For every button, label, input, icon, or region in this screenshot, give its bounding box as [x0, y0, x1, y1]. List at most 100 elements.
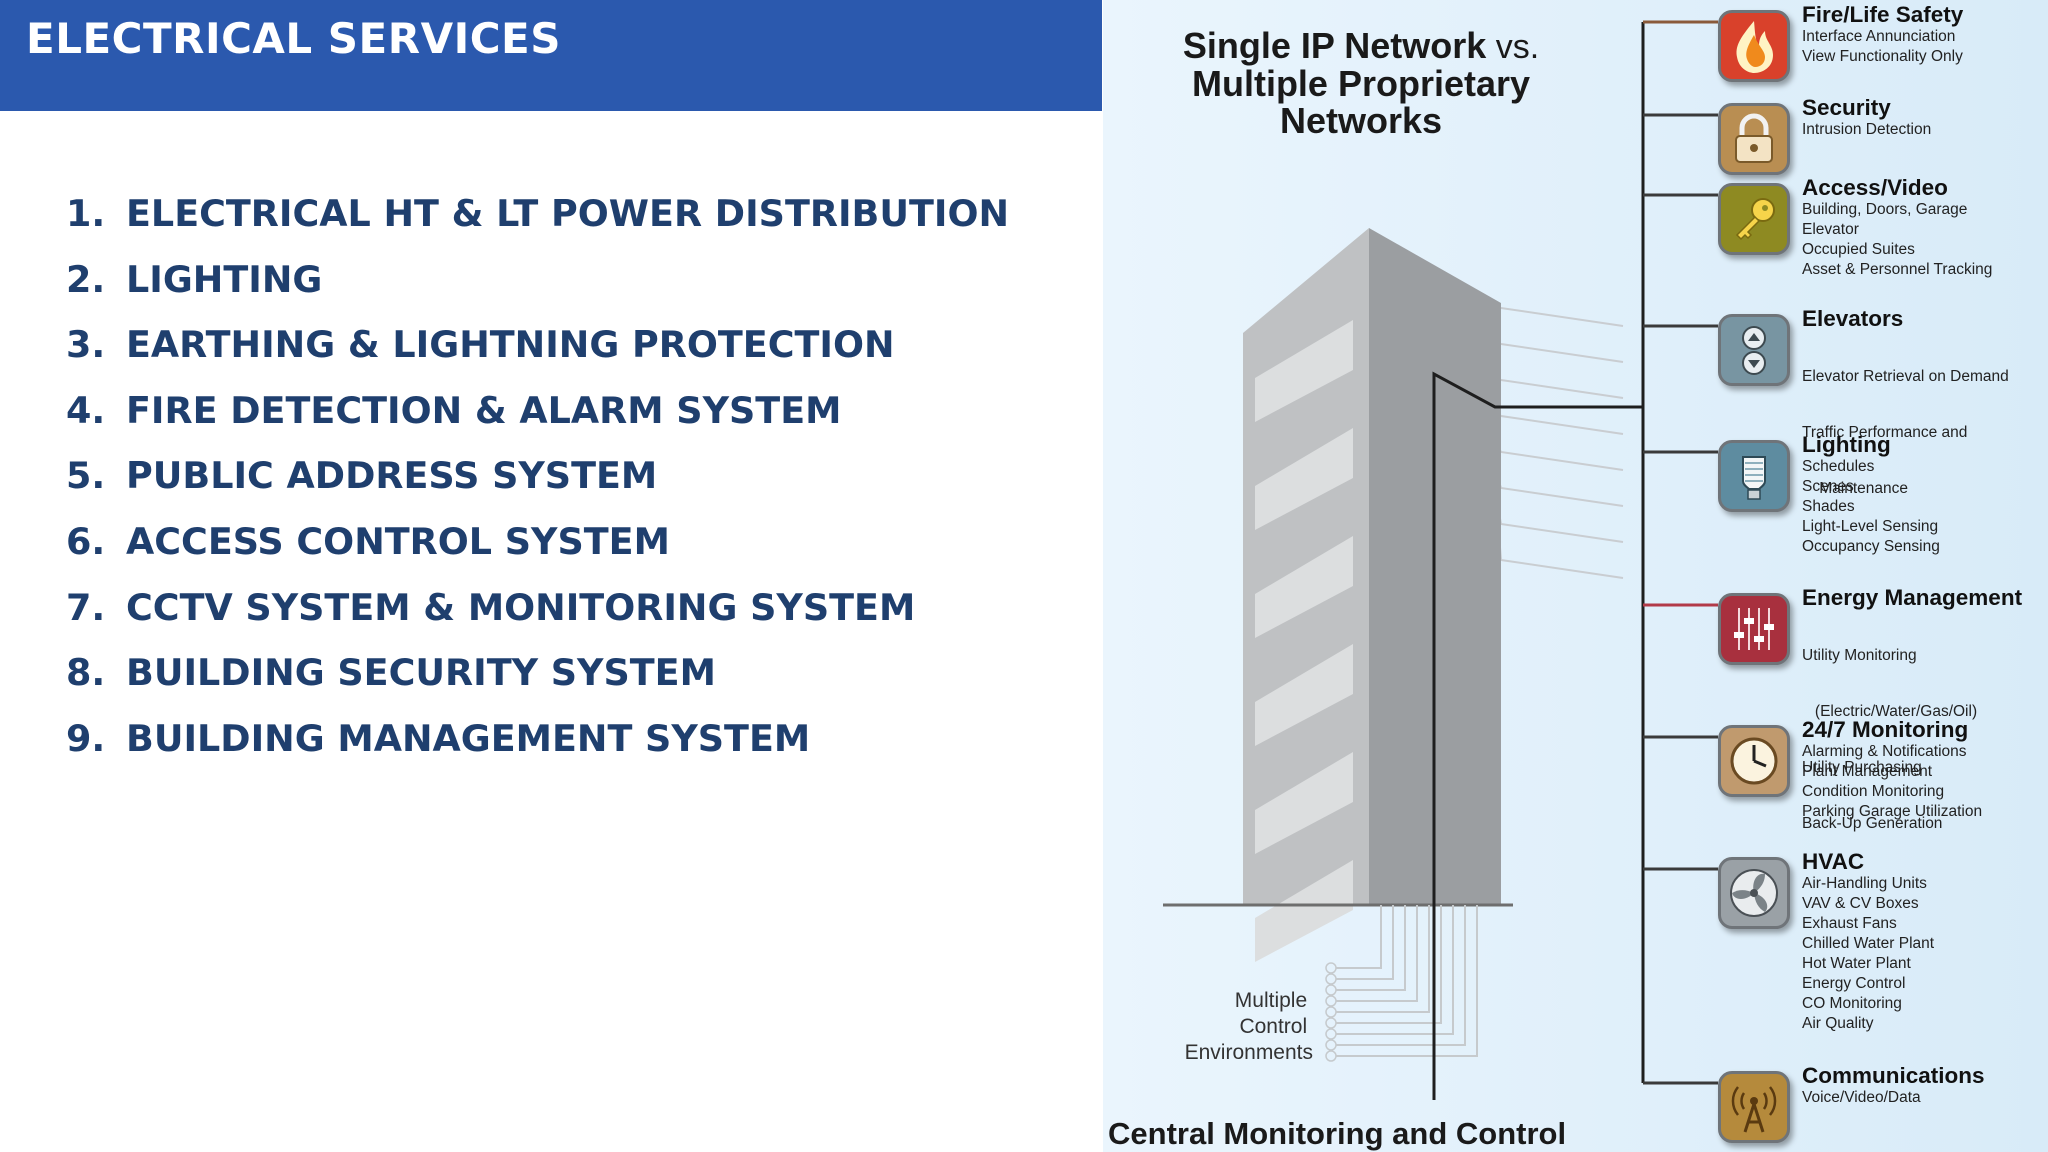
sliders-icon	[1718, 593, 1790, 665]
item-label: EARTHING & LIGHTNING PROTECTION	[126, 323, 895, 367]
control-environment-wires	[1325, 905, 1478, 1062]
clock-icon	[1718, 725, 1790, 797]
services-list: 1.ELECTRICAL HT & LT POWER DISTRIBUTION …	[66, 184, 1009, 774]
lightbulb-icon-glyph	[1742, 456, 1766, 500]
control-node	[1325, 984, 1337, 996]
control-node	[1325, 995, 1337, 1007]
antenna-icon	[1718, 1071, 1790, 1143]
control-wire	[1331, 905, 1454, 1035]
building-window	[1255, 320, 1353, 422]
system-detail-line: Air Quality	[1802, 1015, 1874, 1032]
flame-icon	[1718, 10, 1790, 82]
central-ip-network-line	[1432, 22, 1645, 1100]
header-bar: ELECTRICAL SERVICES	[0, 0, 1102, 111]
item-number: 7.	[66, 585, 106, 629]
system-detail-line: Hot Water Plant	[1802, 955, 1911, 972]
building-window	[1255, 644, 1353, 746]
padlock-icon	[1718, 103, 1790, 175]
building-windows	[1255, 320, 1353, 962]
sliders-icon-glyph	[1734, 608, 1774, 650]
diagram-title: Single IP Network vs.	[1183, 25, 1539, 66]
system-details: Utility Monitoring (Electric/Water/Gas/O…	[1802, 610, 1977, 870]
system-details: Alarming & Notifications Plant Managemen…	[1802, 742, 1982, 822]
network-diagram: Single IP Network vs. Multiple Proprieta…	[1103, 0, 2048, 1152]
system-detail-line: Alarming & Notifications	[1802, 743, 1967, 760]
system-detail-line: Utility Purchasing	[1802, 759, 1922, 776]
title-line-1: Single IP Network	[1183, 25, 1487, 66]
system-detail-line: Asset & Personnel Tracking	[1802, 261, 1993, 278]
system-detail-line: Traffic Performance and	[1802, 424, 1968, 441]
system-name: HVAC	[1802, 849, 1865, 874]
system-detail-line: Chilled Water Plant	[1802, 935, 1935, 952]
item-number: 9.	[66, 716, 106, 760]
list-item: 5. PUBLIC ADDRESS SYSTEM	[66, 446, 1009, 512]
system-detail-line: Occupancy Sensing	[1802, 538, 1940, 555]
central-monitoring-label: Central Monitoring and Control	[1108, 1116, 1566, 1151]
system-detail-line: View Functionality Only	[1802, 48, 1963, 65]
fan-icon	[1718, 857, 1790, 929]
system-detail-line: Back-Up Generation	[1802, 815, 1943, 832]
system-details: Schedules Scenes Shades Light-Level Sens…	[1802, 457, 1940, 557]
key-icon-glyph	[1735, 198, 1775, 241]
system-details: Air-Handling Units VAV & CV Boxes Exhaus…	[1802, 874, 1934, 1034]
system-details: Elevator Retrieval on Demand Traffic Per…	[1802, 331, 2009, 535]
item-label: FIRE DETECTION & ALARM SYSTEM	[126, 388, 842, 432]
key-icon	[1718, 183, 1790, 255]
control-environments-label: Multiple Control Environments	[1185, 989, 1313, 1064]
system-detail-line: Elevator	[1802, 221, 1859, 238]
control-node	[1325, 1039, 1337, 1051]
control-wire	[1331, 905, 1394, 980]
control-wire	[1331, 905, 1406, 991]
system-detail-line: Scenes	[1802, 478, 1854, 495]
control-wire	[1331, 905, 1430, 1013]
list-item: 1.ELECTRICAL HT & LT POWER DISTRIBUTION	[66, 184, 1009, 250]
list-item: 9. BUILDING MANAGEMENT SYSTEM	[66, 709, 1009, 775]
item-label: BUILDING MANAGEMENT SYSTEM	[126, 716, 811, 760]
list-item: 7. CCTV SYSTEM & MONITORING SYSTEM	[66, 578, 1009, 644]
antenna-icon-glyph	[1731, 1086, 1777, 1133]
elevator-arrows-icon-glyph	[1742, 326, 1766, 375]
network-diagram-panel: Single IP Network vs. Multiple Proprieta…	[1103, 0, 2048, 1152]
system-detail-line: Light-Level Sensing	[1802, 518, 1939, 535]
control-wire	[1331, 905, 1478, 1057]
item-number: 3.	[66, 323, 106, 367]
system-detail-line: Occupied Suites	[1802, 241, 1915, 258]
list-item: 6.ACCESS CONTROL SYSTEM	[66, 512, 1009, 578]
control-wire	[1331, 905, 1466, 1046]
system-name: Access/Video	[1802, 175, 1948, 200]
system-detail-line: (Electric/Water/Gas/Oil)	[1802, 703, 1978, 720]
item-number: 8.	[66, 651, 106, 695]
system-detail-line: Voice/Video/Data	[1802, 1089, 1921, 1106]
item-number: 1.	[66, 192, 106, 235]
control-wire	[1331, 905, 1442, 1024]
system-detail-line: Utility Monitoring	[1802, 647, 1917, 664]
title-line-3: Networks	[1280, 100, 1442, 141]
list-item: 4.FIRE DETECTION & ALARM SYSTEM	[66, 381, 1009, 447]
system-detail-line: Intrusion Detection	[1802, 121, 1932, 138]
building-window	[1255, 536, 1353, 638]
item-number: 6.	[66, 519, 106, 563]
system-detail-line: Elevator Retrieval on Demand	[1802, 368, 2009, 385]
system-name: Lighting	[1802, 432, 1891, 457]
system-detail-line: Air-Handling Units	[1802, 875, 1927, 892]
system-detail-line: Exhaust Fans	[1802, 915, 1897, 932]
system-details: Voice/Video/Data	[1802, 1088, 1921, 1108]
system-detail-line: CO Monitoring	[1802, 995, 1902, 1012]
item-label: CCTV SYSTEM & MONITORING SYSTEM	[126, 585, 916, 629]
control-node	[1325, 1017, 1337, 1029]
list-item: 3. EARTHING & LIGHTNING PROTECTION	[66, 315, 1009, 381]
page-title: ELECTRICAL SERVICES	[26, 14, 561, 63]
item-number: 5.	[66, 454, 106, 498]
system-detail-line: Building, Doors, Garage	[1802, 201, 1968, 218]
clock-icon-glyph	[1730, 737, 1778, 785]
item-label: BUILDING SECURITY SYSTEM	[126, 651, 716, 695]
item-label: PUBLIC ADDRESS SYSTEM	[126, 454, 658, 498]
list-item: 2.LIGHTING	[66, 250, 1009, 316]
system-detail-line: Parking Garage Utilization	[1802, 803, 1983, 820]
system-details: Building, Doors, Garage Elevator Occupie…	[1802, 200, 1992, 280]
system-detail-line: Interface Annunciation	[1802, 28, 1956, 45]
control-node	[1325, 962, 1337, 974]
system-detail-line: Schedules	[1802, 458, 1875, 475]
control-node	[1325, 1028, 1337, 1040]
title-line-2: Multiple Proprietary	[1192, 63, 1530, 104]
